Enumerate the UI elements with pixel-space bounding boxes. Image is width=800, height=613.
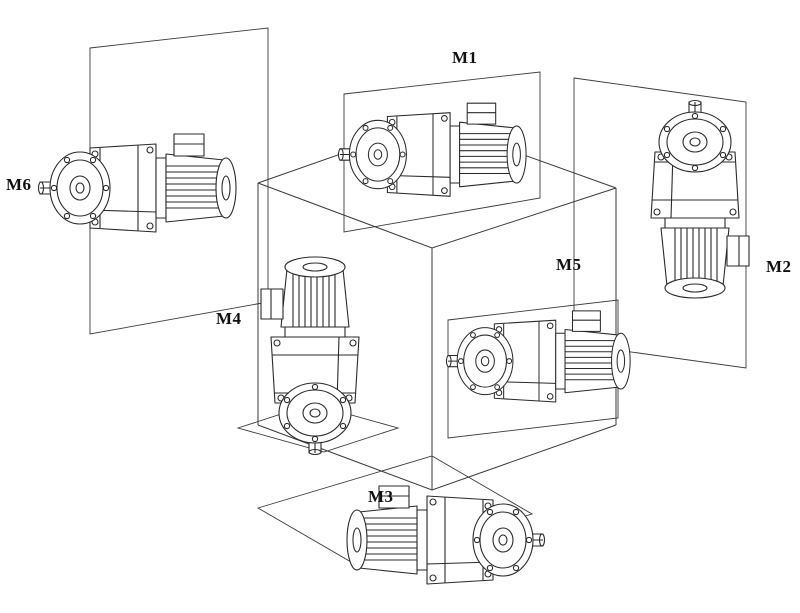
plane-m3 [256,455,534,567]
label-m2: M2 [766,257,792,276]
plane-m1 [343,71,541,233]
label-m1: M1 [452,48,478,67]
gearmotor-m5 [445,310,631,403]
label-m3: M3 [368,487,394,506]
plane-m2 [573,77,747,369]
label-m6: M6 [6,175,32,194]
plane-m5 [447,299,619,439]
gearmotor-m2 [650,99,750,299]
gearmotor-m4 [260,256,360,456]
gearmotor-m1 [337,102,527,197]
gearmotor-m6 [37,133,237,233]
label-m4: M4 [216,309,242,328]
label-m5: M5 [556,255,582,274]
